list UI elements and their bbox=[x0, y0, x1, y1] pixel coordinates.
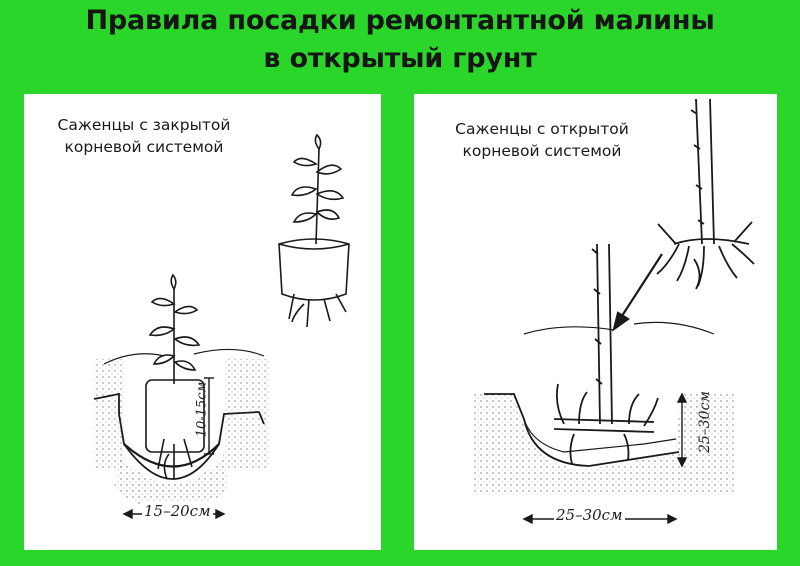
caption-line-2: корневой системой bbox=[462, 142, 622, 160]
depth-dimension-label: 25–30см bbox=[697, 390, 714, 454]
planted-stem-drawing bbox=[553, 243, 659, 465]
width-dimension-label: 15–20см bbox=[142, 502, 213, 520]
potted-seedling-drawing bbox=[278, 133, 350, 328]
bare-root-seedling-drawing bbox=[656, 98, 755, 290]
panel-closed-root: Саженцы с закрытой корневой системой bbox=[24, 94, 381, 550]
caption-line-1: Саженцы с открытой bbox=[455, 120, 629, 138]
closed-root-illustration bbox=[93, 133, 350, 520]
width-dimension-label: 25–30см bbox=[554, 506, 625, 524]
title-line-1: Правила посадки ремонтантной малины bbox=[85, 5, 715, 36]
panel-open-root: Саженцы с открытой корневой системой bbox=[414, 94, 777, 550]
planted-seedling-drawing bbox=[145, 273, 205, 480]
caption-line-2: корневой системой bbox=[64, 138, 224, 156]
caption-line-1: Саженцы с закрытой bbox=[57, 116, 231, 134]
depth-dimension-label: 10-15см bbox=[194, 381, 210, 438]
title-line-2: в открытый грунт bbox=[263, 43, 537, 74]
planting-hole-drawing bbox=[484, 321, 715, 467]
direction-arrow bbox=[612, 253, 663, 332]
caption-closed-root: Саженцы с закрытой корневой системой bbox=[24, 114, 264, 158]
open-root-illustration bbox=[474, 98, 755, 525]
caption-open-root: Саженцы с открытой корневой системой bbox=[422, 118, 662, 162]
